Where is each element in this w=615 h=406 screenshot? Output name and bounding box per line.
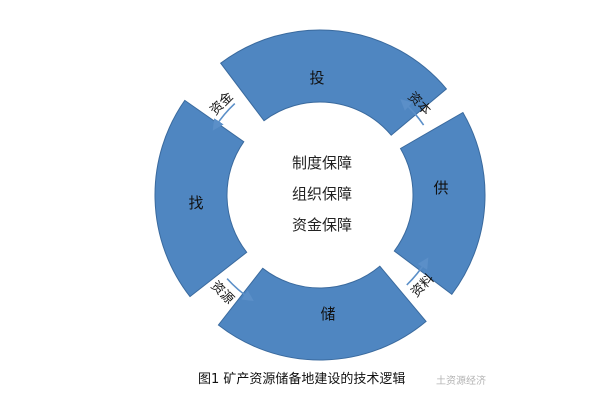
arrow-top-left	[212, 103, 236, 131]
segment-right	[393, 111, 486, 296]
arrow-bottom-left	[226, 278, 254, 302]
segment-label-top: 投	[309, 69, 324, 87]
arrow-top-right	[400, 99, 425, 126]
segment-top	[219, 29, 448, 136]
arrow-label-top-left: 资金	[207, 89, 237, 119]
arrow-bottom-right	[406, 257, 429, 286]
watermark: 土资源经济	[436, 376, 486, 387]
segment-label-bottom: 储	[320, 305, 335, 323]
center-text-line-1: 制度保障	[292, 154, 352, 172]
segment-label-left: 找	[188, 194, 203, 212]
segment-label-right: 供	[433, 179, 448, 197]
figure-caption: 图1 矿产资源储备地建设的技术逻辑	[198, 372, 406, 387]
center-text-line-2: 组织保障	[292, 185, 352, 203]
segment-bottom	[217, 265, 427, 361]
segment-left	[154, 99, 248, 298]
center-text-line-3: 资金保障	[292, 216, 352, 234]
